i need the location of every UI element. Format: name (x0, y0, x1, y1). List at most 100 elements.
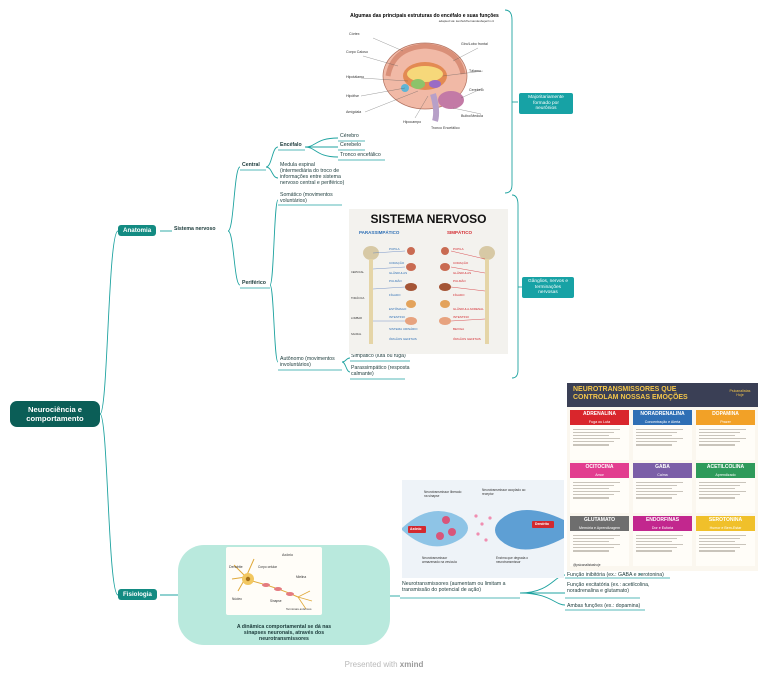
nt-card-text-line (636, 540, 672, 543)
synapse-label-liberado: Neurotransmissor liberado na sinapse (424, 490, 462, 498)
topic-central[interactable]: Central (242, 162, 260, 168)
nt-card-text-line (573, 494, 615, 496)
topic-parassimpatico[interactable]: Parassimpático (resposta calmante) (351, 365, 410, 377)
footer-brand: xmind (399, 660, 424, 669)
nt-card-body (696, 425, 755, 450)
branch-anatomia[interactable]: Anatomia (118, 225, 157, 236)
neuron-image: Dendrite Axônio Corpo celular Núcleo Mie… (226, 547, 322, 615)
nt-card-title: GABA (633, 463, 692, 473)
topic-sistema-nervoso[interactable]: Sistema nervoso (174, 226, 216, 232)
nt-card-text-line (636, 494, 678, 496)
nt-card-text-line (636, 431, 678, 433)
brain-label-hipotalamo: Hipotálamo (346, 75, 365, 79)
branch-fisiologia[interactable]: Fisiologia (118, 589, 157, 600)
nt-card-body (633, 425, 692, 450)
neuron-label-nucleo: Núcleo (232, 597, 242, 601)
callout-periferico-ganglios[interactable]: Gânglios, nervos e terminações nervosas (522, 277, 574, 298)
synapse-label-enzima: Enzima que degrada o neurotransmissor (496, 556, 529, 564)
nt-card-text-line (699, 487, 735, 490)
topic-tronco-encefalico[interactable]: Tronco encefálico (340, 152, 381, 158)
topic-somatico[interactable]: Somático (movimentos voluntários) (280, 192, 333, 204)
brain-image-credit: adapted via: kenhub/hernandesbejerrin.nl (438, 19, 494, 23)
nt-card-body (696, 531, 755, 556)
nt-card-subtitle: Amor (570, 472, 629, 478)
brain-label-tronco: Tronco Encefálico (431, 126, 460, 130)
nt-card-text-line (573, 438, 620, 440)
topic-simpatico[interactable]: Simpático (luta ou fuga) (351, 353, 406, 359)
nt-card-title: GLUTAMATO (570, 516, 629, 526)
sn-illustration (363, 246, 495, 344)
footer-prefix: Presented with (344, 660, 398, 669)
topic-autonomo[interactable]: Autônomo (movimentos involuntários) (280, 356, 335, 368)
nt-card-text-line (699, 491, 746, 493)
sn-para-urinario: SISTEMA URINÁRIO (389, 327, 418, 331)
callout-encefalo-neuronios[interactable]: Majoritariamente formado por neurônios (519, 93, 573, 114)
brain-label-hipocampo: Hipocampo (403, 120, 422, 124)
brain-label-corpo-caloso: Corpo Caloso (346, 50, 368, 54)
synapse-label-axonio: Axônio (410, 527, 422, 531)
nt-card-text-line (699, 547, 741, 549)
nt-card-text-line (573, 431, 615, 433)
nt-card-body (633, 531, 692, 556)
nt-card-text-line (573, 497, 609, 499)
topic-ambas-funcoes[interactable]: Ambas funções (ex.: dopamina) (567, 603, 641, 609)
sn-simp-intestino: INTESTINO (453, 315, 470, 319)
nt-card-text-line (699, 544, 746, 546)
nt-card-text-line (636, 550, 672, 552)
nt-card-text-line (573, 444, 609, 446)
sn-simpatico-header: SIMPÁTICO (447, 230, 473, 235)
topic-medula-espinal[interactable]: Medula espinal (intermediária do troco d… (280, 162, 345, 186)
sn-level-toracica: TORÁCICA (351, 297, 365, 300)
nt-card-text-line (699, 484, 741, 486)
synapse-label-dendrito: Dendrito (535, 522, 549, 526)
nt-card-text-line (699, 444, 735, 446)
root-topic[interactable]: Neurociência e comportamento (10, 401, 100, 427)
sn-level-sacral: SACRAL (351, 333, 362, 336)
topic-neurotransmissores[interactable]: Neurotransmissores (aumentam ou limitam … (402, 581, 506, 593)
nt-card-text-line (573, 487, 609, 490)
nt-card-text-line (636, 487, 672, 490)
nt-card-subtitle: Calma (633, 472, 692, 478)
nt-brand: Psicanalistas Hoje (729, 389, 751, 397)
nt-header: NEUROTRANSMISSORES QUE CONTROLAM NOSSAS … (567, 383, 758, 407)
nt-card-text-line (636, 438, 683, 440)
nt-card-text-line (699, 494, 741, 496)
neuron-label-sinapse: Sinapse (270, 599, 282, 603)
nt-card-subtitle: Concentração e Alerta (633, 419, 692, 425)
topic-cerebro[interactable]: Cérebro (340, 133, 359, 139)
topic-funcao-inibitoria[interactable]: Função inibitória (ex.: GABA e serotonin… (567, 572, 664, 578)
brain-label-cerebelo: Cerebelo (469, 88, 484, 92)
neuron-label-mielina: Mielina (296, 575, 307, 579)
nt-card-subtitle: Humor e Bem-Estar (696, 525, 755, 531)
nt-card-text-line (573, 481, 620, 483)
sn-simp-adrenal: GLÂNDULA ADRENAL (453, 307, 484, 311)
nt-card-title: NORADRENALINA (633, 410, 692, 420)
nt-card-body (696, 478, 755, 503)
synapse-label-acoplado: Neurotransmissor acoplado ao receptor (482, 488, 526, 496)
fisiologia-summary-topic[interactable]: Dendrite Axônio Corpo celular Núcleo Mie… (178, 545, 390, 645)
nt-card-body (570, 531, 629, 556)
sn-para-intestino: INTESTINO (389, 315, 406, 319)
nt-card-body (570, 425, 629, 450)
nt-card-text-line (699, 481, 746, 483)
footer: Presented with xmind (0, 660, 768, 669)
nt-card-text-line (699, 431, 741, 433)
sn-simp-genitais: ÓRGÃOS GENITAIS (453, 337, 481, 341)
topic-funcao-excitatoria[interactable]: Função excitatória (ex.: acetilcolina, n… (567, 582, 650, 594)
nt-card-body (633, 478, 692, 503)
nt-title: NEUROTRANSMISSORES QUE CONTROLAM NOSSAS … (573, 386, 688, 401)
sn-simp-pupila: PUPILA (453, 247, 464, 251)
topic-cerebelo[interactable]: Cerebelo (340, 142, 362, 148)
nt-card-text-line (636, 481, 683, 483)
topic-encefalo[interactable]: Encéfalo (280, 142, 302, 148)
nt-card-text-line (573, 547, 615, 549)
topic-periferico[interactable]: Periférico (242, 280, 266, 286)
nt-card-text-line (573, 491, 620, 493)
sn-para-genitais: ÓRGÃOS GENITAIS (389, 337, 417, 341)
nt-card-text-line (636, 441, 678, 443)
